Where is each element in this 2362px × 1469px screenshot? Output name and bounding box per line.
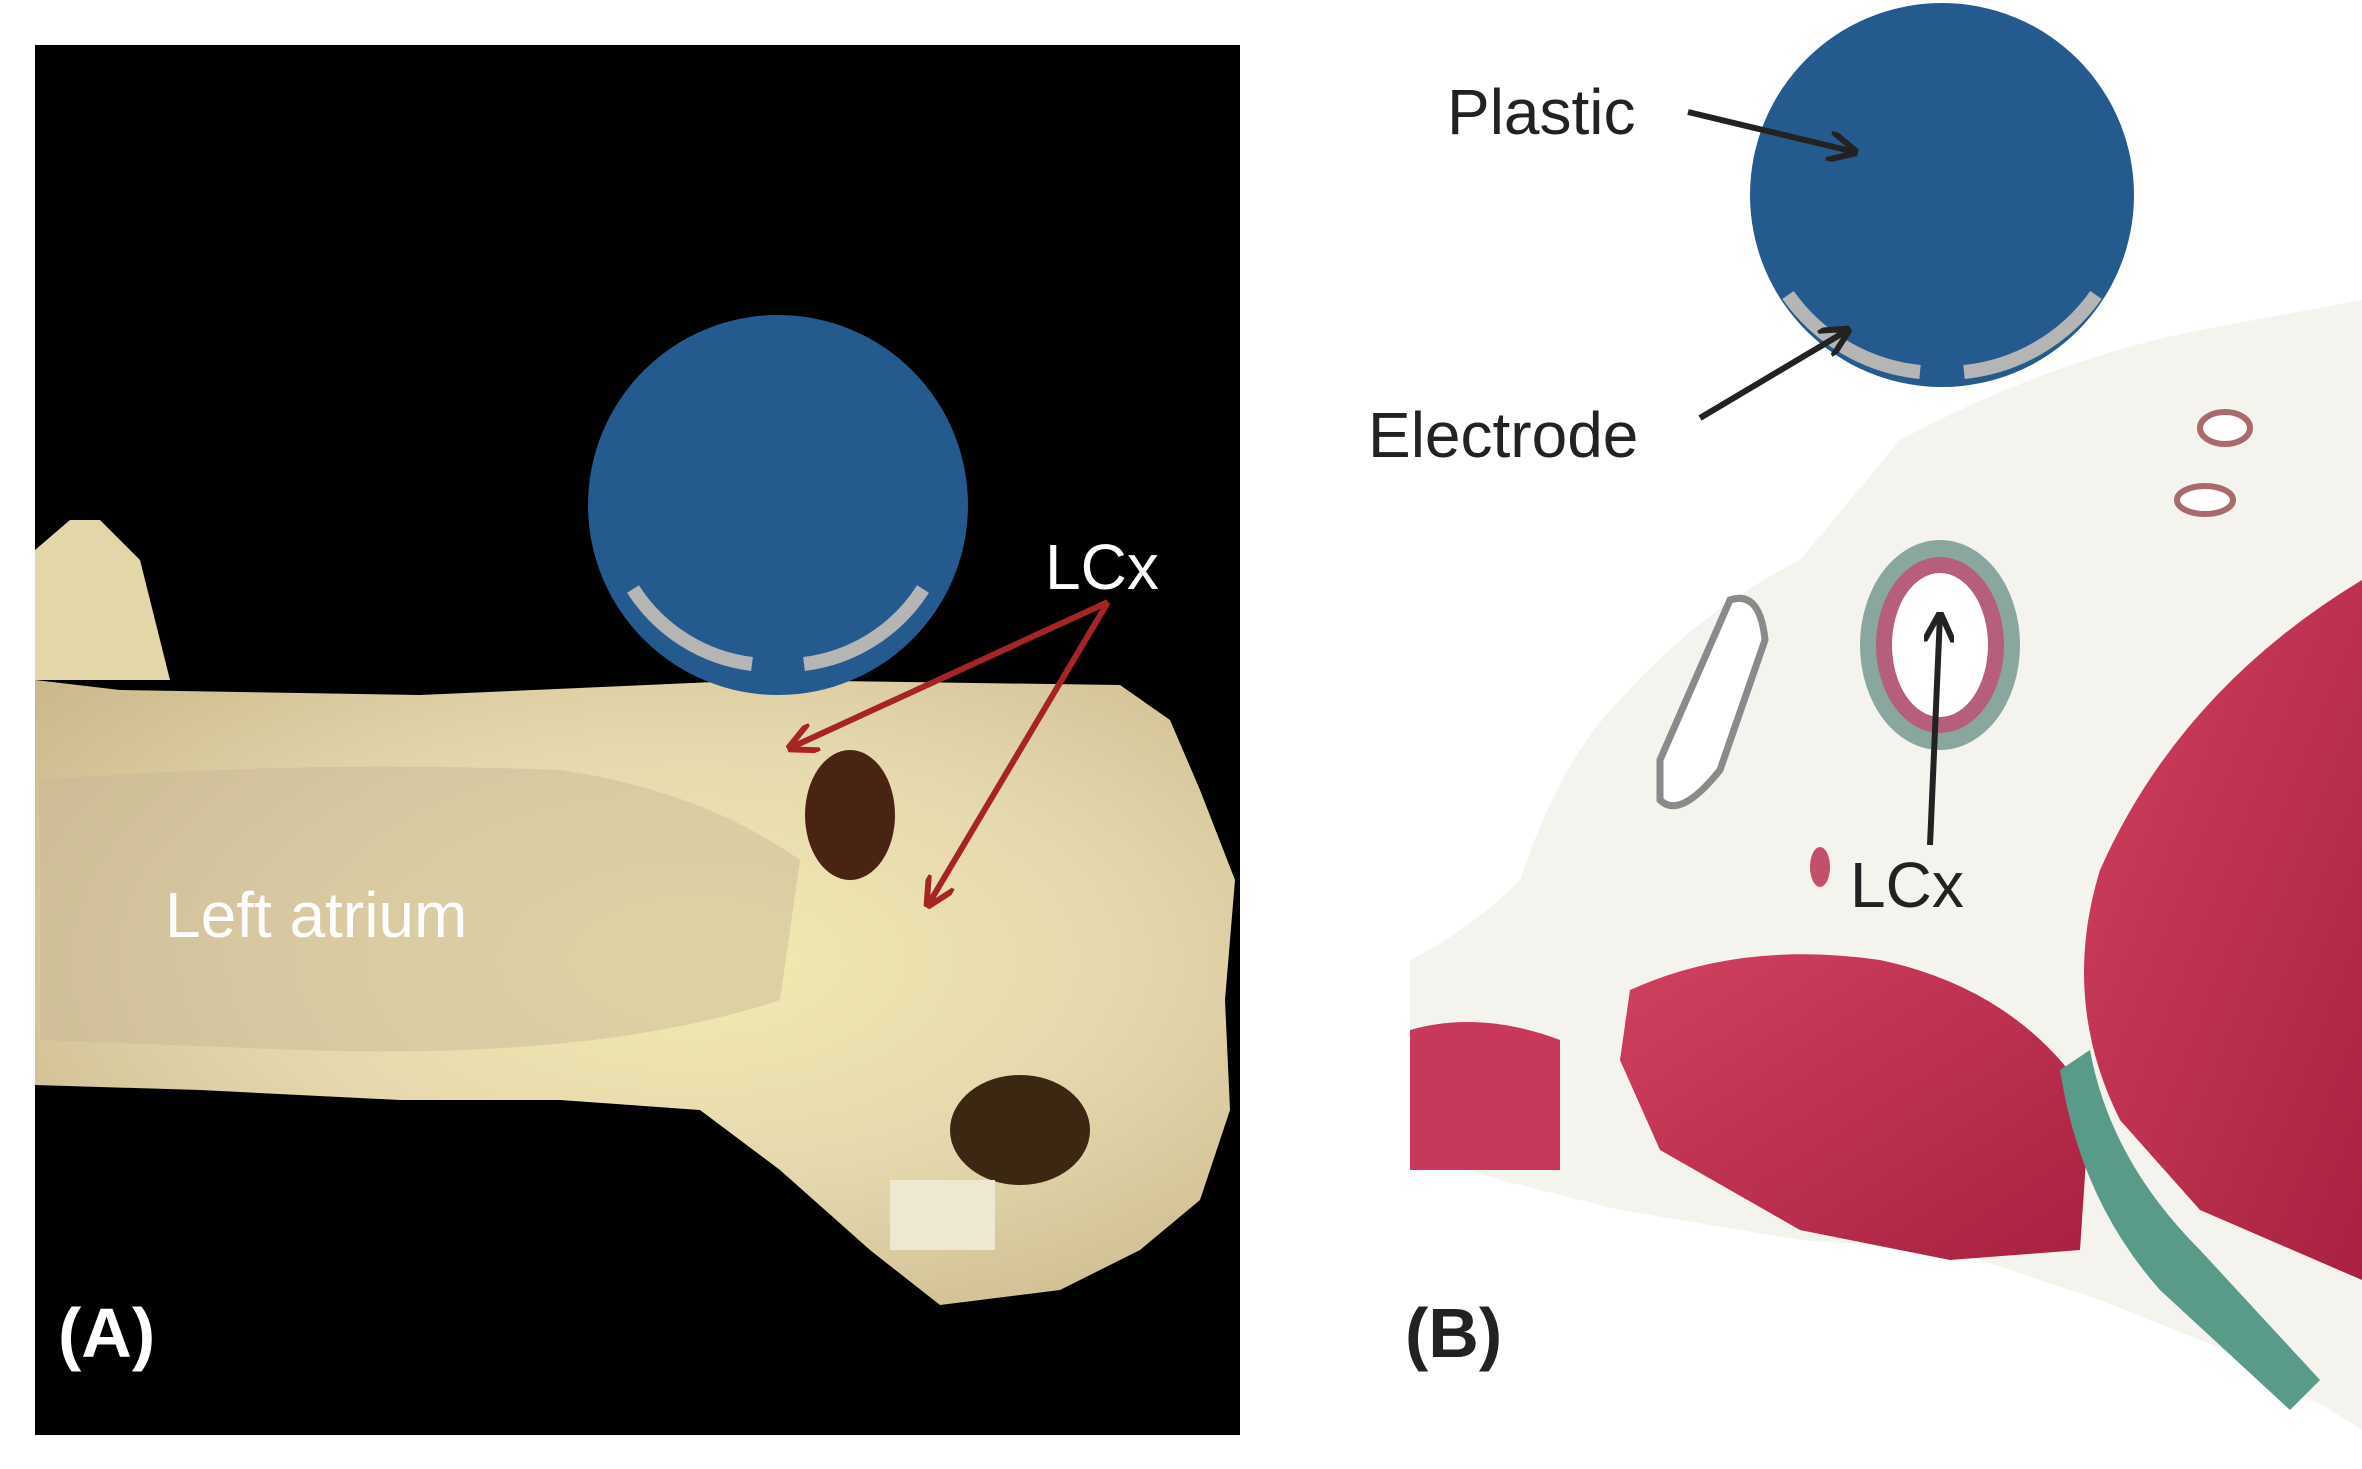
- electrode-b-right: [1963, 290, 2102, 379]
- specimen-shadow: [40, 766, 800, 1052]
- panel-b: [1410, 3, 2362, 1430]
- electrode-a-left: [627, 585, 753, 671]
- electrode-a-right: [803, 585, 929, 671]
- lcx-label-b: LCx: [1850, 849, 1964, 921]
- lcx-lumen-photo: [805, 750, 895, 880]
- lcx-label-a: LCx: [1045, 531, 1159, 603]
- small-vessel-2: [2174, 483, 2236, 517]
- plastic-arrow: [1687, 109, 1855, 152]
- plastic-label: Plastic: [1447, 76, 1636, 148]
- panel-a: [35, 45, 1240, 1435]
- muscle-fragment-left: [1410, 1022, 1560, 1170]
- cut-cavity: [950, 1075, 1090, 1185]
- muscle-band-lower: [1620, 954, 2090, 1260]
- small-vessel-3: [1810, 847, 1830, 887]
- electrode-label: Electrode: [1368, 399, 1639, 471]
- histology-connective-tissue: [1410, 300, 2362, 1430]
- lcx-arrow-b: [1930, 615, 1940, 846]
- plastic-disc-b: [1750, 3, 2134, 387]
- left-atrium-specimen: [35, 680, 1235, 1305]
- atrial-appendage-fragment: [35, 520, 170, 680]
- lcx-arrow-a-1: [790, 599, 1110, 748]
- plastic-disc-a: [588, 315, 968, 695]
- lcx-arrow-a-2: [928, 600, 1111, 905]
- electrode-arrow: [1698, 330, 1848, 421]
- muscle-band-right: [2084, 580, 2362, 1280]
- small-vessel-1: [2197, 409, 2253, 447]
- panel-a-label: (A): [58, 1294, 156, 1372]
- vein-profile: [1656, 595, 1769, 810]
- panel-b-label: (B): [1405, 1294, 1503, 1372]
- specimen-stand-block: [890, 1180, 995, 1250]
- left-atrium-label: Left atrium: [165, 879, 468, 951]
- connective-band: [2060, 1050, 2320, 1410]
